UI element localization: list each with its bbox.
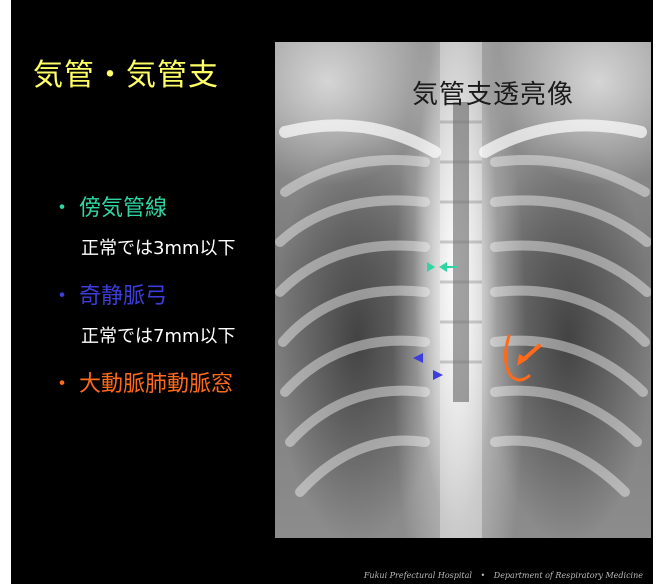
- bullet-label: 大動脈肺動脈窓: [79, 372, 234, 397]
- bullet-note: 正常では7mm以下: [81, 326, 236, 347]
- footer-department: Department of Respiratory Medicine: [493, 571, 643, 580]
- bullet-dot: ・: [51, 284, 74, 309]
- blue-triangle-marker-icon: [433, 370, 443, 380]
- orange-curved-arrow-icon: [504, 334, 541, 382]
- footer: Fukui Prefectural Hospital • Department …: [364, 571, 643, 580]
- bullet-ap-window: ・大動脈肺動脈窓: [51, 366, 233, 398]
- footer-hospital: Fukui Prefectural Hospital: [363, 571, 472, 580]
- footer-separator: •: [480, 571, 486, 580]
- blue-triangle-marker-icon: [413, 353, 423, 363]
- xray-detail: [275, 42, 651, 538]
- bullet-label: 奇静脈弓: [79, 284, 168, 309]
- bullet-dot: ・: [51, 196, 74, 221]
- image-caption: 気管支透亮像: [411, 80, 574, 110]
- bullet-dot: ・: [51, 372, 74, 397]
- bullet-azygos-arch: ・奇静脈弓: [51, 278, 167, 310]
- bullet-label: 傍気管線: [79, 196, 168, 221]
- chest-xray-image: 気管支透亮像: [275, 42, 651, 538]
- bullet-paratracheal-line: ・傍気管線: [51, 190, 167, 222]
- slide: 気管・気管支 ・傍気管線 正常では3mm以下 ・奇静脈弓 正常では7mm以下 ・…: [11, 0, 653, 584]
- teal-double-arrow-icon: [427, 262, 457, 272]
- bullet-note: 正常では3mm以下: [81, 238, 236, 259]
- slide-title: 気管・気管支: [33, 58, 219, 93]
